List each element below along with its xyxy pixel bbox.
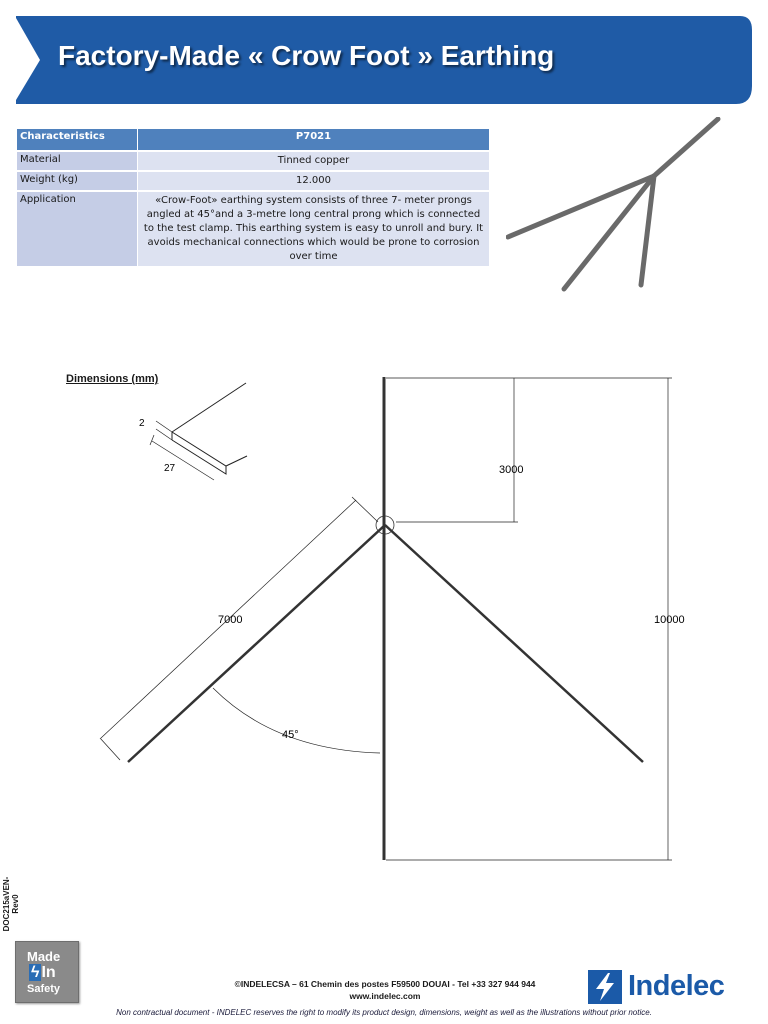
central-prong xyxy=(375,377,395,860)
company-website[interactable]: www.indelec.com xyxy=(349,991,421,1001)
logo-line-safety: Safety xyxy=(27,983,61,995)
central-length-label: 3000 xyxy=(499,464,523,476)
banner-shape xyxy=(16,16,752,104)
lightning-icon: ϟ xyxy=(29,964,42,981)
header-banner: Factory-Made « Crow Foot » Earthing xyxy=(0,0,768,110)
table-row: Application «Crow-Foot» earthing system … xyxy=(17,192,489,266)
row-value-application: «Crow-Foot» earthing system consists of … xyxy=(138,192,489,266)
total-length-label: 10000 xyxy=(654,614,685,626)
dimension-drawing: 2 27 3000 7000 45° 10000 xyxy=(99,377,685,861)
page-title: Factory-Made « Crow Foot » Earthing xyxy=(58,40,555,71)
table-row: Weight (kg) 12.000 xyxy=(17,172,489,190)
dimensions-label: Dimensions (mm) xyxy=(66,373,159,385)
header-characteristics: Characteristics xyxy=(17,129,137,150)
indelec-logo: Indelec xyxy=(588,970,753,1006)
disclaimer: Non contractual document - INDELEC reser… xyxy=(116,1008,652,1017)
row-label-application: Application xyxy=(17,192,137,266)
side-prongs xyxy=(127,524,644,763)
row-value-material: Tinned copper xyxy=(138,152,489,170)
row-value-weight: 12.000 xyxy=(138,172,489,190)
dimension-lines xyxy=(99,377,672,861)
document-reference: DOC215aVEN-Rev0 xyxy=(2,876,20,932)
angle-label: 45° xyxy=(282,729,299,741)
cross-section xyxy=(149,382,248,481)
row-label-material: Material xyxy=(17,152,137,170)
logo-line-made: Made xyxy=(27,949,61,964)
thickness-label: 2 xyxy=(139,418,145,429)
brand-name: Indelec xyxy=(628,970,725,1002)
header-product-code: P7021 xyxy=(138,129,489,150)
table-row: Material Tinned copper xyxy=(17,152,489,170)
company-address: ©INDELECSA – 61 Chemin des postes F59500… xyxy=(234,979,536,989)
spec-table: Characteristics P7021 Material Tinned co… xyxy=(16,127,490,268)
brand-bolt-icon xyxy=(588,970,622,1004)
table-header-row: Characteristics P7021 xyxy=(17,129,489,150)
prong-length-label: 7000 xyxy=(218,614,242,626)
product-photo xyxy=(506,117,721,292)
row-label-weight: Weight (kg) xyxy=(17,172,137,190)
width-label: 27 xyxy=(164,463,176,474)
